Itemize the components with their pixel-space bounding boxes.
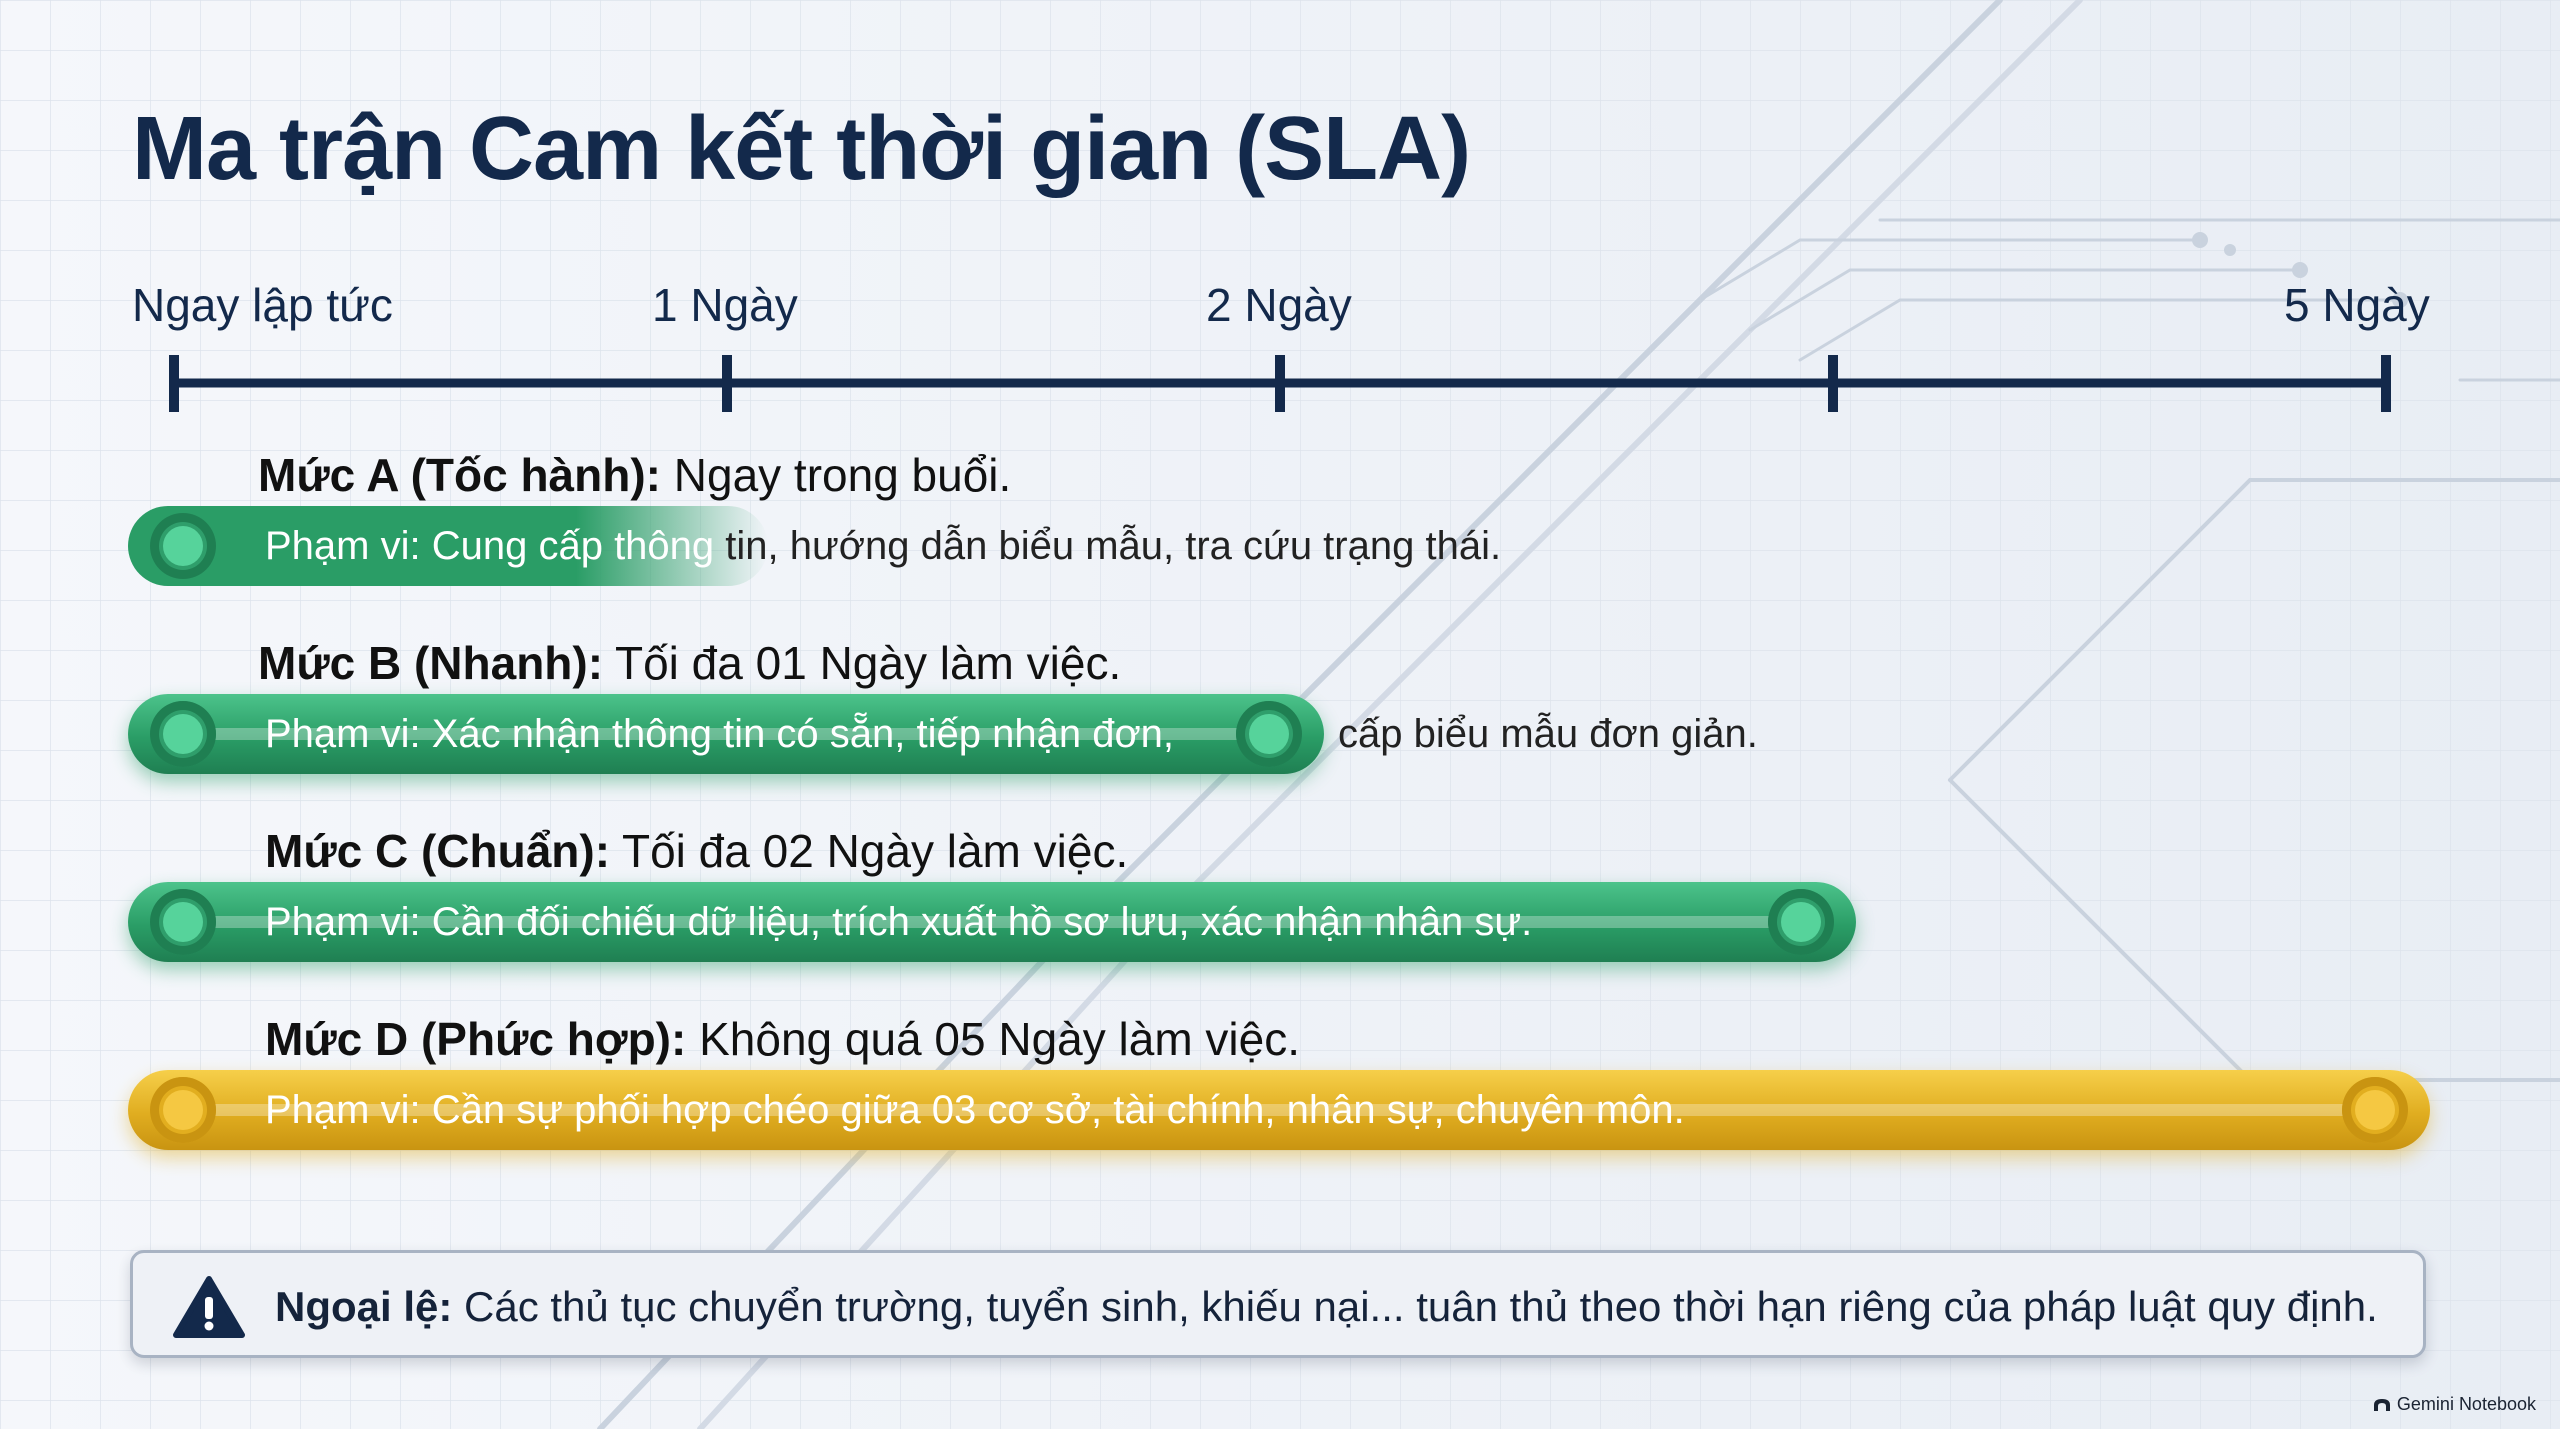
exception-note-text: Ngoại lệ: Các thủ tục chuyển trường, tuy… [275, 1283, 2378, 1331]
level-b-scope-inside: Phạm vi: Xác nhận thông tin có sẵn, tiếp… [265, 712, 1174, 757]
level-b-end-knob [1236, 701, 1302, 767]
brand-watermark: Gemini Notebook [2372, 1394, 2536, 1415]
level-d-end-knob [2342, 1077, 2408, 1143]
level-b-start-knob [150, 701, 216, 767]
tick-label-immediate: Ngay lập tức [132, 279, 393, 331]
level-b-name: Mức B (Nhanh): [258, 637, 604, 689]
level-d-name: Mức D (Phức hợp): [265, 1013, 687, 1065]
brand-name: Gemini Notebook [2396, 1394, 2536, 1414]
exception-note-body: Các thủ tục chuyển trường, tuyển sinh, k… [452, 1283, 2378, 1330]
level-a-start-knob [150, 513, 216, 579]
level-b-bar [128, 694, 1324, 774]
tick-label-1-day: 1 Ngày [652, 279, 798, 331]
level-a-title: Mức A (Tốc hành): Ngay trong buổi. [258, 448, 1011, 502]
level-c-scope-text: Phạm vi: Cần đối chiếu dữ liệu, trích xu… [265, 900, 1533, 944]
exception-note-label: Ngoại lệ: [275, 1283, 453, 1330]
level-b-scope-inside-text: Phạm vi: Xác nhận thông tin có sẵn, tiếp… [265, 712, 1175, 756]
level-c-desc: Tối đa 02 Ngày làm việc. [610, 825, 1129, 877]
level-d-start-knob [150, 1077, 216, 1143]
level-a-bar [128, 506, 768, 586]
level-d-title: Mức D (Phức hợp): Không quá 05 Ngày làm … [265, 1012, 1300, 1066]
warning-icon [173, 1276, 245, 1338]
exception-note: Ngoại lệ: Các thủ tục chuyển trường, tuy… [130, 1250, 2426, 1358]
level-d-scope: Phạm vi: Cần sự phối hợp chéo giữa 03 cơ… [265, 1088, 1685, 1133]
tick-label-2-day: 2 Ngày [1206, 279, 1352, 331]
level-a-name: Mức A (Tốc hành): [258, 449, 661, 501]
tick-label-5-day: 5 Ngày [2284, 279, 2430, 331]
level-b-title: Mức B (Nhanh): Tối đa 01 Ngày làm việc. [258, 636, 1121, 690]
level-a-desc: Ngay trong buổi. [660, 449, 1012, 501]
level-b-desc: Tối đa 01 Ngày làm việc. [603, 637, 1122, 689]
level-a-scope: Phạm vi: Cung cấp thông tin, hướng dẫn b… [265, 524, 1501, 569]
level-b-scope-outside-text: cấp biểu mẫu đơn giản. [1338, 712, 1758, 756]
level-d-bar [128, 1070, 2430, 1150]
gemini-logo-icon [2373, 1399, 2390, 1411]
level-c-name: Mức C (Chuẩn): [265, 825, 611, 877]
level-b-bar-highlight [176, 728, 1276, 740]
level-c-scope: Phạm vi: Cần đối chiếu dữ liệu, trích xu… [265, 900, 1532, 945]
level-d-desc: Không quá 05 Ngày làm việc. [686, 1013, 1301, 1065]
page-title: Ma trận Cam kết thời gian (SLA) [132, 99, 1471, 199]
level-a-scope-outside: tin, hướng dẫn biểu mẫu, tra cứu trạng t… [714, 524, 1502, 568]
level-d-scope-text: Phạm vi: Cần sự phối hợp chéo giữa 03 cơ… [265, 1088, 1685, 1132]
level-c-bar [128, 882, 1856, 962]
level-c-end-knob [1768, 889, 1834, 955]
level-c-bar-highlight [176, 916, 1808, 928]
level-a-scope-inside: Phạm vi: Cung cấp thông [265, 524, 715, 568]
timeline-axis [169, 355, 2391, 412]
level-b-scope-outside: cấp biểu mẫu đơn giản. [1338, 712, 1758, 757]
level-d-bar-highlight [176, 1104, 2382, 1116]
level-c-title: Mức C (Chuẩn): Tối đa 02 Ngày làm việc. [265, 824, 1128, 878]
level-c-start-knob [150, 889, 216, 955]
